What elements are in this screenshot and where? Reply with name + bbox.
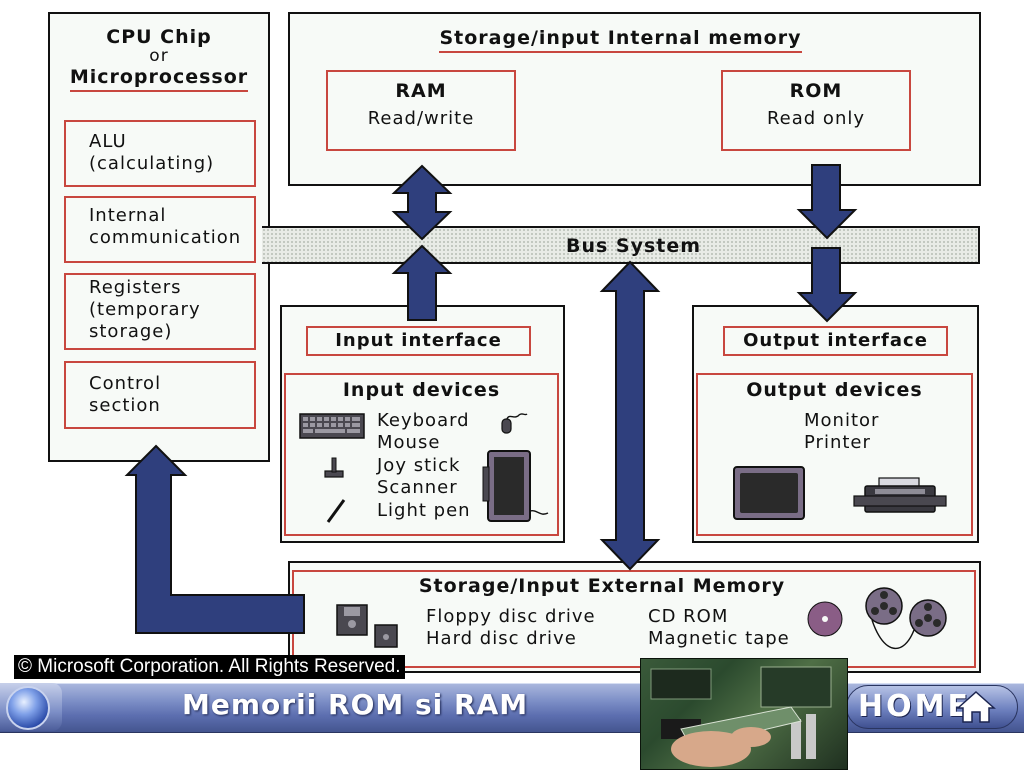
rom-bus-arrow: [796, 164, 858, 240]
cpu-item-internal-line1: Internal: [89, 205, 167, 226]
light-pen-icon: [326, 499, 346, 523]
cpu-title-line1: CPU Chip: [106, 26, 212, 48]
home-icon[interactable]: [956, 690, 996, 724]
mouse-icon: [501, 413, 528, 434]
input-device-mouse: Mouse: [377, 432, 441, 453]
output-interface-label: Output interface: [743, 330, 928, 351]
scanner-icon: [482, 450, 549, 522]
floppy-disc-icon: [336, 604, 368, 636]
motherboard-photo-art: [650, 666, 832, 767]
internal-memory-title-wrap: Storage/input Internal memory: [288, 27, 953, 53]
cpu-title-line2: or: [149, 46, 169, 66]
joystick-icon: [324, 457, 344, 478]
cpu-item-internal-communication: [64, 196, 256, 263]
external-cpu-arrow: [124, 444, 305, 634]
external-memory-title: Storage/Input External Memory: [418, 575, 786, 597]
input-devices-title: Input devices: [342, 379, 501, 401]
output-devices-title: Output devices: [746, 379, 923, 401]
cpu-item-alu: [64, 120, 256, 187]
bus-system-bar: [262, 226, 980, 264]
output-device-monitor: Monitor: [804, 410, 880, 431]
menu-orb-button[interactable]: [6, 686, 50, 730]
cpu-item-alu-line2: (calculating): [89, 153, 215, 174]
magnetic-tape-icon: [865, 587, 947, 649]
cpu-item-registers: [64, 273, 256, 350]
cpu-item-registers-line3: storage): [89, 321, 173, 342]
external-memory-hard-disc: Hard disc drive: [426, 628, 577, 649]
bus-system-label: Bus System: [566, 235, 702, 257]
output-interface-box: [723, 326, 948, 356]
input-device-joystick: Joy stick: [377, 455, 461, 476]
output-device-printer: Printer: [804, 432, 871, 453]
rom-box: [721, 70, 911, 151]
input-interface-label: Input interface: [335, 330, 502, 351]
cpu-item-control-line2: section: [89, 395, 161, 416]
ram-subtitle: Read/write: [367, 108, 475, 129]
input-device-scanner: Scanner: [377, 477, 458, 498]
cpu-item-registers-line1: Registers: [89, 277, 182, 298]
external-memory-cd-rom: CD ROM: [648, 606, 729, 627]
rom-subtitle: Read only: [766, 108, 866, 129]
cpu-item-control-section: [64, 361, 256, 429]
input-interface-box: [306, 326, 531, 356]
printer-icon: [853, 477, 947, 513]
keyboard-icon: [299, 413, 365, 439]
cpu-item-internal-line2: communication: [89, 227, 242, 248]
external-memory-floppy: Floppy disc drive: [426, 606, 596, 627]
input-device-keyboard: Keyboard: [377, 410, 470, 431]
ram-title: RAM: [395, 80, 447, 102]
motherboard-photo: [640, 658, 848, 770]
input-bus-arrow: [391, 244, 453, 321]
internal-memory-title: Storage/input Internal memory: [439, 27, 802, 53]
cpu-item-alu-line1: ALU: [89, 131, 127, 152]
copyright-notice: © Microsoft Corporation. All Rights Rese…: [14, 655, 405, 679]
bus-external-arrow: [599, 260, 661, 571]
cpu-item-control-line1: Control: [89, 373, 162, 394]
rom-title: ROM: [789, 80, 843, 102]
cpu-title-microprocessor: Microprocessor: [69, 66, 249, 92]
slide-title: Memorii ROM si RAM: [182, 688, 529, 721]
ram-box: [326, 70, 516, 151]
cpu-title-line3: Microprocessor: [48, 66, 270, 92]
ram-bus-arrow: [391, 164, 453, 241]
bus-output-arrow: [796, 247, 858, 323]
external-memory-magnetic-tape: Magnetic tape: [648, 628, 790, 649]
cpu-item-registers-line2: (temporary: [89, 299, 201, 320]
cd-rom-icon: [807, 601, 843, 637]
input-device-light-pen: Light pen: [377, 500, 471, 521]
external-memory-inner: [292, 570, 976, 668]
hard-disc-icon: [374, 624, 398, 648]
home-button-label: HOME: [858, 689, 971, 724]
monitor-icon: [733, 466, 805, 520]
